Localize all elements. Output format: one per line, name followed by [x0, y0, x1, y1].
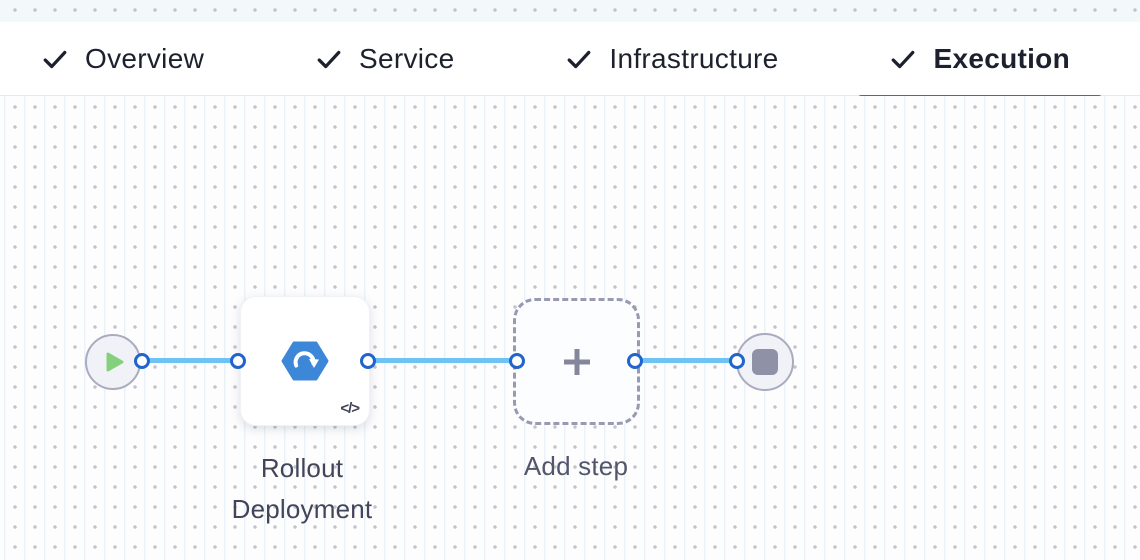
tab-label: Infrastructure: [609, 42, 779, 74]
add-step-label: Add step: [523, 451, 629, 481]
connector-port[interactable]: [134, 353, 150, 369]
connector-port[interactable]: [729, 353, 745, 369]
add-step-node[interactable]: [513, 298, 640, 425]
pipeline-step-tabbar: Overview Service Infrastructure Executio…: [0, 22, 1140, 101]
check-icon: [568, 50, 591, 68]
play-icon: [106, 352, 124, 372]
check-icon: [892, 50, 915, 68]
pipeline-start-node: [85, 334, 141, 390]
step-node-label: Rollout Deployment: [231, 453, 373, 524]
connector-port[interactable]: [360, 353, 376, 369]
connector-port[interactable]: [627, 353, 643, 369]
check-icon: [43, 50, 67, 68]
connector-line: [368, 358, 517, 363]
check-icon: [317, 50, 341, 68]
connector-line: [635, 358, 737, 363]
rollout-deployment-icon: [281, 341, 329, 381]
tab-service[interactable]: Service: [284, 22, 486, 95]
tab-label: Overview: [85, 42, 205, 74]
step-node-rollout-deployment[interactable]: </>: [240, 296, 370, 426]
stage-canvas-top-strip: [0, 0, 1140, 22]
code-template-icon: </>: [340, 400, 360, 417]
tab-infrastructure[interactable]: Infrastructure: [534, 22, 810, 95]
connector-line: [142, 358, 238, 363]
connector-port[interactable]: [230, 353, 246, 369]
stop-icon: [752, 349, 778, 375]
plus-icon: [563, 348, 590, 375]
tab-label: Service: [359, 42, 455, 74]
connector-port[interactable]: [509, 353, 525, 369]
tab-execution[interactable]: Execution: [858, 22, 1102, 101]
tab-label: Execution: [933, 42, 1070, 74]
execution-canvas[interactable]: </> Rollout Deployment Add step: [0, 96, 1140, 560]
tab-overview[interactable]: Overview: [10, 22, 236, 95]
